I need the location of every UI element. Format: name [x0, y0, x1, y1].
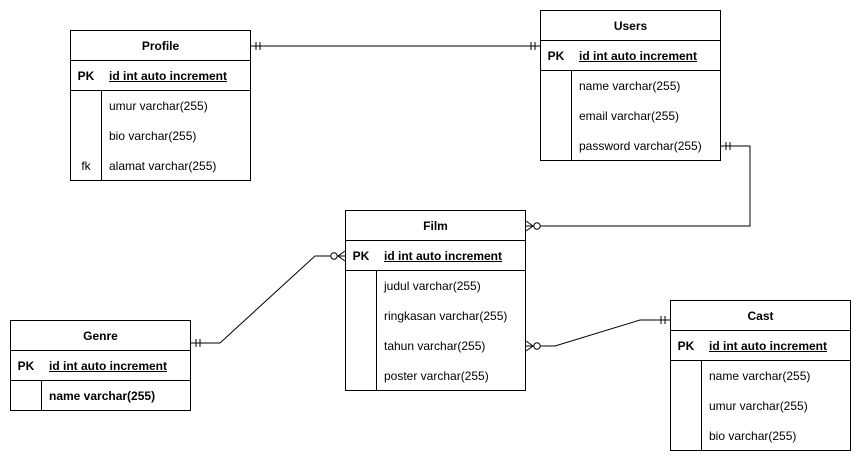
field-row: tahun varchar(255): [346, 331, 525, 361]
field-row: poster varchar(255): [346, 361, 525, 391]
relationship-genre-film[interactable]: [191, 250, 346, 347]
key-column-divider: [701, 361, 702, 451]
relationship-users-film[interactable]: [525, 142, 751, 232]
entity-profile[interactable]: Profile PK id int auto increment umur va…: [70, 30, 251, 181]
entity-title: Profile: [71, 31, 250, 61]
field-row: name varchar(255): [11, 381, 190, 411]
field-name: email varchar(255): [579, 109, 680, 123]
pk-label: PK: [77, 69, 95, 83]
field-name: ringkasan varchar(255): [384, 309, 508, 323]
entity-users[interactable]: Users PK id int auto increment name varc…: [540, 10, 721, 161]
entity-cast[interactable]: Cast PK id int auto increment name varch…: [670, 300, 851, 451]
pk-label: PK: [547, 49, 565, 63]
field-name: poster varchar(255): [384, 369, 489, 383]
field-list: name varchar(255) email varchar(255) pas…: [541, 71, 720, 161]
field-name: name varchar(255): [709, 369, 811, 383]
field-row: ringkasan varchar(255): [346, 301, 525, 331]
field-name: bio varchar(255): [109, 129, 197, 143]
entity-title: Users: [541, 11, 720, 41]
key-label: fk: [81, 159, 91, 173]
primary-key-row: PK id int auto increment: [11, 351, 190, 381]
field-list: name varchar(255) umur varchar(255) bio …: [671, 361, 850, 451]
pk-label: PK: [677, 339, 695, 353]
field-name: umur varchar(255): [109, 99, 208, 113]
pk-field: id int auto increment: [579, 49, 698, 63]
pk-label: PK: [17, 359, 35, 373]
primary-key-row: PK id int auto increment: [71, 61, 250, 91]
key-column-divider: [101, 91, 102, 181]
primary-key-row: PK id int auto increment: [671, 331, 850, 361]
field-row: judul varchar(255): [346, 271, 525, 301]
field-name: alamat varchar(255): [109, 159, 217, 173]
field-name: password varchar(255): [579, 139, 702, 153]
field-list: name varchar(255): [11, 381, 190, 411]
field-row: umur varchar(255): [671, 391, 850, 421]
field-row: fk alamat varchar(255): [71, 151, 250, 181]
key-column-divider: [376, 271, 377, 391]
field-row: email varchar(255): [541, 101, 720, 131]
field-name: umur varchar(255): [709, 399, 808, 413]
pk-field: id int auto increment: [384, 249, 503, 263]
pk-field: id int auto increment: [109, 69, 228, 83]
pk-label: PK: [352, 249, 370, 263]
relationship-cast-film[interactable]: [525, 316, 670, 352]
field-row: umur varchar(255): [71, 91, 250, 121]
field-name: bio varchar(255): [709, 429, 797, 443]
field-row: bio varchar(255): [71, 121, 250, 151]
pk-field: id int auto increment: [709, 339, 828, 353]
field-list: judul varchar(255) ringkasan varchar(255…: [346, 271, 525, 391]
relationship-profile-users[interactable]: [251, 42, 540, 50]
field-row: password varchar(255): [541, 131, 720, 161]
field-name: tahun varchar(255): [384, 339, 486, 353]
primary-key-row: PK id int auto increment: [346, 241, 525, 271]
field-list: umur varchar(255) bio varchar(255) fk al…: [71, 91, 250, 181]
entity-title: Genre: [11, 321, 190, 351]
pk-field: id int auto increment: [49, 359, 168, 373]
entity-genre[interactable]: Genre PK id int auto increment name varc…: [10, 320, 191, 411]
primary-key-row: PK id int auto increment: [541, 41, 720, 71]
entity-film[interactable]: Film PK id int auto increment judul varc…: [345, 210, 526, 391]
field-row: bio varchar(255): [671, 421, 850, 451]
entity-title: Cast: [671, 301, 850, 331]
field-name: name varchar(255): [579, 79, 681, 93]
key-column-divider: [41, 381, 42, 411]
field-row: name varchar(255): [671, 361, 850, 391]
field-row: name varchar(255): [541, 71, 720, 101]
field-name: judul varchar(255): [384, 279, 481, 293]
entity-title: Film: [346, 211, 525, 241]
field-name: name varchar(255): [49, 389, 156, 403]
key-column-divider: [571, 71, 572, 161]
